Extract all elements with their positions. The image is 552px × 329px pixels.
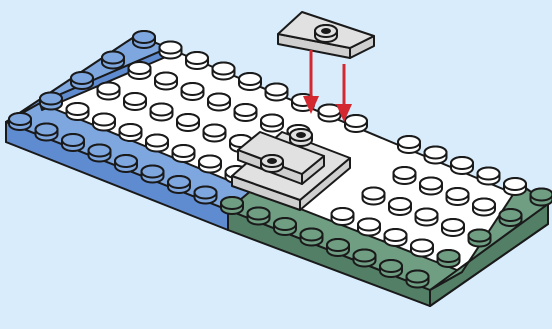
white-stud — [65, 102, 90, 121]
white-stud — [441, 218, 465, 237]
white-stud — [154, 71, 178, 91]
blue-stud — [167, 175, 191, 194]
arrows — [303, 50, 352, 122]
white-stud — [123, 92, 147, 111]
white-stud — [264, 82, 289, 102]
white-stud — [211, 61, 236, 81]
blue-stud — [87, 143, 112, 163]
green-stud — [326, 238, 350, 257]
blue-stud — [39, 91, 63, 111]
green-stud — [379, 259, 403, 278]
white-stud — [450, 156, 474, 175]
blue-stud — [34, 122, 59, 142]
white-stud — [392, 166, 417, 185]
white-stud — [445, 187, 470, 206]
jumper-studs — [260, 24, 338, 173]
green-stud — [436, 249, 461, 268]
blue-stud — [70, 71, 94, 90]
green-stud — [352, 248, 377, 268]
tile-area-stud — [289, 128, 313, 147]
blue-stud — [61, 133, 85, 152]
white-stud — [118, 123, 143, 142]
white-stud — [176, 113, 200, 132]
jumper-new-stud — [314, 24, 338, 43]
white-stud — [149, 102, 174, 122]
green-stud — [498, 208, 523, 227]
arrow-left — [303, 50, 319, 114]
white-stud — [260, 113, 284, 133]
white-stud — [361, 186, 386, 206]
white-stud — [92, 112, 116, 132]
blue-stud — [193, 185, 218, 205]
white-stud — [180, 82, 205, 101]
white-stud — [202, 123, 227, 143]
blue-stud — [101, 50, 125, 70]
white-stud — [238, 72, 262, 91]
white-stud — [330, 207, 355, 226]
blue-stud — [114, 154, 138, 173]
white-stud — [317, 103, 342, 123]
blue-stud — [8, 112, 32, 131]
white-stud — [344, 114, 368, 133]
studs — [8, 30, 552, 289]
green-stud — [405, 269, 430, 289]
white-stud — [233, 103, 258, 122]
white-stud — [171, 144, 196, 163]
green-stud — [529, 187, 552, 207]
arrow-left-head — [303, 96, 319, 114]
white-stud — [185, 51, 209, 70]
jumper-placed-stud — [260, 154, 284, 173]
arrow-right-head — [336, 104, 352, 122]
green-stud — [220, 196, 244, 215]
white-stud — [423, 145, 448, 165]
white-stud — [388, 197, 412, 216]
white-stud — [145, 133, 169, 153]
white-stud — [397, 135, 421, 154]
arrow-right — [336, 64, 352, 122]
white-stud — [207, 92, 231, 112]
green-stud — [467, 228, 492, 248]
green-stud — [299, 227, 324, 247]
white-stud — [503, 177, 527, 196]
white-stud — [198, 154, 222, 174]
blue-stud — [132, 30, 156, 49]
blue-stud — [140, 164, 165, 184]
white-stud — [414, 207, 439, 227]
green-stud — [246, 206, 271, 226]
white-stud — [357, 217, 381, 237]
white-stud — [476, 166, 501, 186]
white-stud — [158, 40, 183, 60]
white-stud — [127, 61, 152, 80]
white-stud — [96, 81, 121, 101]
white-stud — [410, 238, 434, 258]
white-stud — [383, 228, 408, 247]
green-stud — [273, 217, 297, 236]
white-stud — [472, 197, 496, 217]
white-stud — [419, 176, 443, 196]
